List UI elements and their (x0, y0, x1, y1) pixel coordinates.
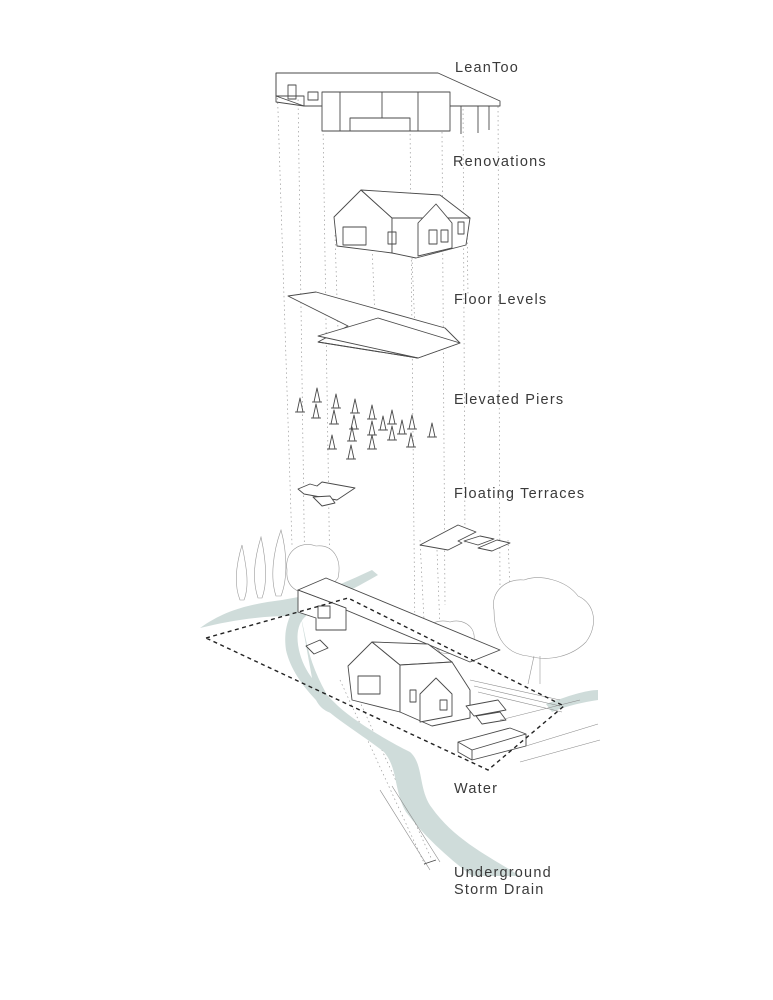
pier (427, 422, 437, 438)
pier (397, 419, 407, 435)
pier (407, 414, 417, 430)
storm-drain-marker (423, 859, 437, 865)
renovations-house (333, 189, 471, 259)
pier (350, 398, 360, 414)
water-bodies (200, 570, 598, 876)
label-floating-terraces: Floating Terraces (454, 486, 586, 502)
label-renovations: Renovations (453, 154, 547, 170)
pier (312, 387, 322, 403)
site-house (347, 641, 527, 761)
pier (387, 409, 397, 425)
pier (367, 404, 377, 420)
pier (367, 434, 377, 450)
label-water: Water (454, 781, 499, 797)
pier (378, 415, 388, 431)
elevated-piers (295, 387, 437, 460)
pier (367, 420, 377, 436)
label-storm-drain-line2: Storm Drain (454, 882, 545, 898)
pier (329, 409, 339, 425)
leantoo-volume (275, 72, 501, 134)
pier (349, 414, 359, 430)
label-storm-drain-line1: Underground (454, 865, 552, 881)
floor-levels-slabs (287, 291, 461, 359)
pier (347, 426, 357, 442)
label-floor-levels: Floor Levels (454, 292, 548, 308)
pier (406, 432, 416, 448)
pier (331, 393, 341, 409)
pier (295, 397, 305, 413)
floating-terraces (297, 481, 511, 552)
pier (327, 434, 337, 450)
pier (387, 425, 397, 441)
site-leantoo (297, 577, 501, 663)
label-elevated-piers: Elevated Piers (454, 392, 565, 408)
label-leantoo: LeanToo (455, 60, 520, 76)
pier (346, 444, 356, 460)
property-boundary (203, 597, 566, 771)
pier (311, 403, 321, 419)
